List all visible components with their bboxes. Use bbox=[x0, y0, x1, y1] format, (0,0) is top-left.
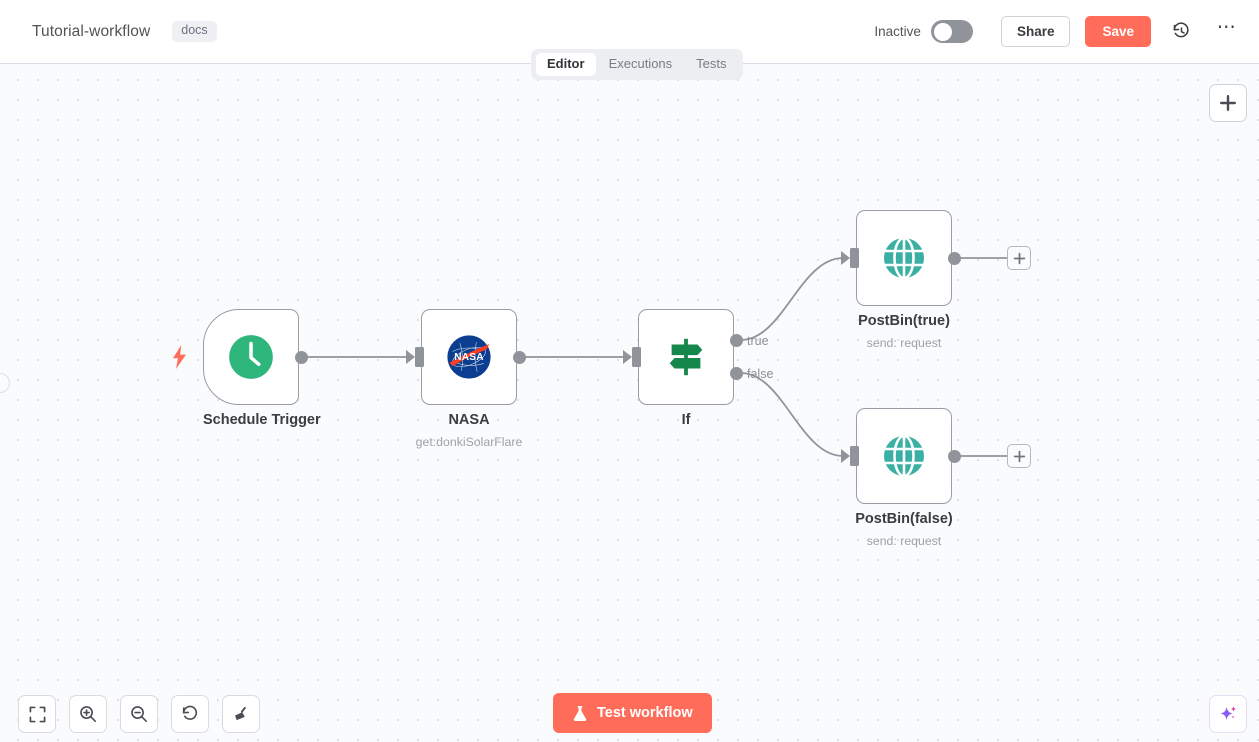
header-actions: Inactive Share Save ⋯ bbox=[874, 16, 1241, 47]
workflow-title[interactable]: Tutorial-workflow bbox=[32, 22, 151, 40]
zoom-out-icon[interactable] bbox=[120, 695, 158, 733]
activation-status-label: Inactive bbox=[874, 24, 921, 39]
test-workflow-button[interactable]: Test workflow bbox=[553, 693, 712, 733]
input-port-if[interactable] bbox=[632, 347, 641, 367]
clock-icon bbox=[229, 335, 273, 379]
ai-assistant-button[interactable] bbox=[1209, 695, 1247, 733]
share-button[interactable]: Share bbox=[1000, 16, 1071, 47]
input-arrow-postbin-true bbox=[841, 251, 850, 265]
node-if[interactable] bbox=[638, 309, 734, 405]
ellipsis-icon[interactable]: ⋯ bbox=[1216, 17, 1238, 39]
canvas-toolbar bbox=[18, 695, 260, 733]
test-workflow-label: Test workflow bbox=[597, 705, 693, 721]
input-port-postbin-true[interactable] bbox=[850, 248, 859, 268]
add-node-button[interactable] bbox=[1209, 84, 1247, 122]
broom-icon[interactable] bbox=[222, 695, 260, 733]
tab-tests[interactable]: Tests bbox=[696, 55, 727, 71]
workflow-canvas[interactable]: Schedule Trigger NASA NASA get:donkiSola… bbox=[0, 64, 1259, 742]
workflow-tag-docs[interactable]: docs bbox=[172, 21, 217, 42]
flask-icon bbox=[573, 705, 587, 721]
connection-lines bbox=[305, 257, 1008, 457]
output-port-if-true[interactable] bbox=[730, 334, 743, 347]
node-sublabel-postbin-false: send: request bbox=[866, 534, 942, 548]
node-sublabel-postbin-true: send: request bbox=[866, 336, 942, 350]
sidebar-collapse-handle[interactable] bbox=[0, 373, 10, 393]
input-arrow-if bbox=[623, 350, 632, 364]
input-arrow-postbin-false bbox=[841, 449, 850, 463]
output-port-postbin-true[interactable] bbox=[948, 252, 961, 265]
output-port-postbin-false[interactable] bbox=[948, 450, 961, 463]
node-label-if: If bbox=[681, 412, 691, 428]
toggle-knob bbox=[933, 22, 952, 41]
output-port-nasa[interactable] bbox=[513, 351, 526, 364]
node-nasa[interactable]: NASA bbox=[421, 309, 517, 405]
output-port-schedule-trigger[interactable] bbox=[295, 351, 308, 364]
zoom-in-icon[interactable] bbox=[69, 695, 107, 733]
add-node-after-postbin-true[interactable] bbox=[1007, 246, 1031, 270]
node-postbin-true[interactable] bbox=[856, 210, 952, 306]
nasa-logo-icon: NASA bbox=[447, 335, 491, 379]
svg-text:NASA: NASA bbox=[454, 352, 484, 363]
node-label-postbin-true: PostBin(true) bbox=[858, 313, 950, 329]
signpost-icon bbox=[669, 338, 703, 376]
fit-view-icon[interactable] bbox=[18, 695, 56, 733]
tab-executions[interactable]: Executions bbox=[608, 55, 673, 71]
history-icon[interactable] bbox=[1167, 18, 1195, 46]
node-sublabel-nasa: get:donkiSolarFlare bbox=[415, 435, 523, 449]
globe-icon bbox=[884, 434, 924, 478]
node-label-schedule-trigger: Schedule Trigger bbox=[203, 412, 321, 428]
output-port-if-false[interactable] bbox=[730, 367, 743, 380]
node-label-postbin-false: PostBin(false) bbox=[855, 511, 953, 527]
undo-icon[interactable] bbox=[171, 695, 209, 733]
node-postbin-false[interactable] bbox=[856, 408, 952, 504]
tab-editor[interactable]: Editor bbox=[536, 52, 596, 77]
port-label-false: false bbox=[747, 367, 774, 381]
workflow-tabs: Editor Executions Tests bbox=[531, 49, 743, 80]
input-arrow-nasa bbox=[406, 350, 415, 364]
trigger-bolt-icon bbox=[171, 345, 188, 374]
node-label-nasa: NASA bbox=[448, 412, 490, 428]
port-label-true: true bbox=[747, 334, 769, 348]
input-port-nasa[interactable] bbox=[415, 347, 424, 367]
save-button[interactable]: Save bbox=[1085, 16, 1151, 47]
input-port-postbin-false[interactable] bbox=[850, 446, 859, 466]
add-node-after-postbin-false[interactable] bbox=[1007, 444, 1031, 468]
app-header: Tutorial-workflow docs Inactive Share Sa… bbox=[0, 0, 1259, 64]
node-schedule-trigger[interactable] bbox=[203, 309, 299, 405]
sparkle-icon bbox=[1220, 705, 1236, 720]
globe-icon bbox=[884, 236, 924, 280]
activate-workflow-toggle[interactable] bbox=[930, 20, 973, 43]
